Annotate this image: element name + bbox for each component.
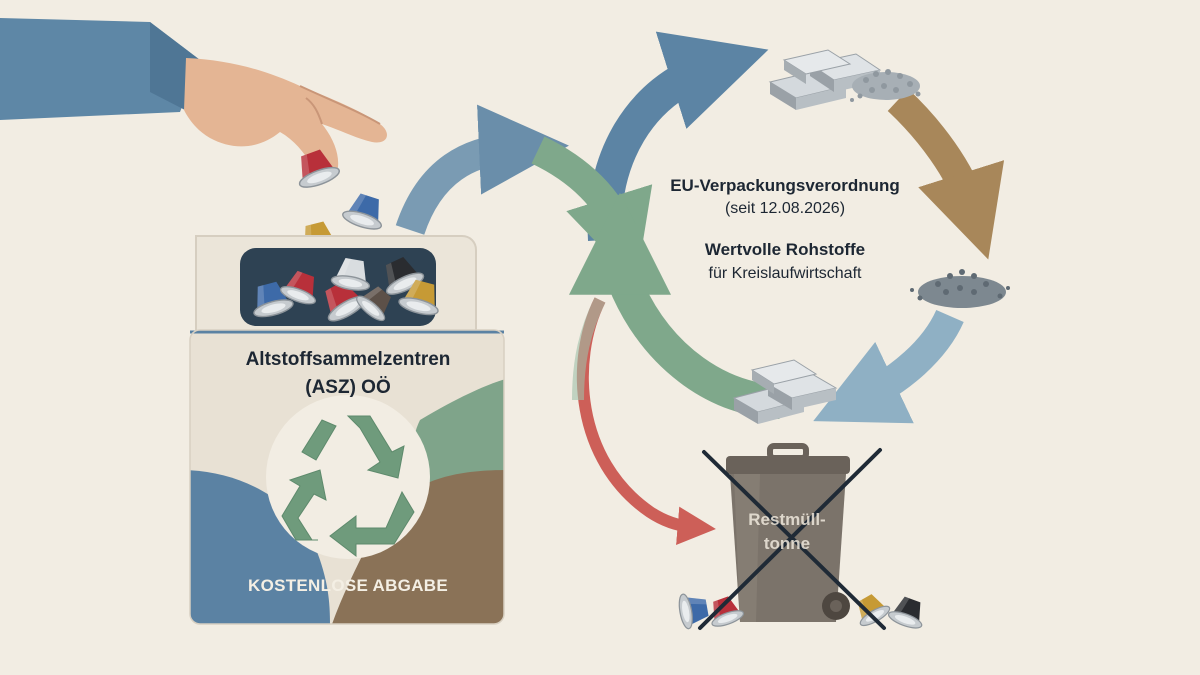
recycling-cycle xyxy=(531,31,1005,545)
coffee-capsule-icon xyxy=(340,189,390,234)
cross-out-icon xyxy=(698,448,886,630)
residual-bin-label-line1: Restmüll- xyxy=(748,510,826,529)
collection-center-title-line1: Altstoffsammelzentren xyxy=(245,349,451,370)
collection-center-title: Altstoffsammelzentren (ASZ) OÖ xyxy=(196,346,500,402)
residual-bin-label-line2: tonne xyxy=(763,534,811,553)
granulate-pile-icon xyxy=(850,69,921,102)
recycle-icon xyxy=(266,395,430,559)
granulate-pile-icon xyxy=(910,269,1010,308)
arrow-brown-down xyxy=(887,89,1005,260)
collection-center-title-line2: (ASZ) OÖ xyxy=(305,377,391,398)
arrow-to-cycle xyxy=(395,104,569,236)
resources-title: Wertvolle Rohstoffe xyxy=(704,240,866,259)
regulation-title: EU-Verpackungsverordnung xyxy=(670,176,900,195)
collection-bin xyxy=(189,235,505,625)
free-drop-off-label: KOSTENLOSE ABGABE xyxy=(248,576,448,595)
arrow-green-up xyxy=(569,192,782,419)
aluminium-ingot-icon xyxy=(732,359,838,424)
regulation-date: (seit 12.08.2026) xyxy=(724,200,846,217)
hand-icon xyxy=(0,18,387,179)
arrow-lightblue-down xyxy=(813,309,964,424)
residual-bin-label: Restmüll- tonne xyxy=(732,508,842,556)
aluminium-ingot-icon xyxy=(768,49,882,110)
resources-subtitle: für Kreislaufwirtschaft xyxy=(708,265,862,282)
